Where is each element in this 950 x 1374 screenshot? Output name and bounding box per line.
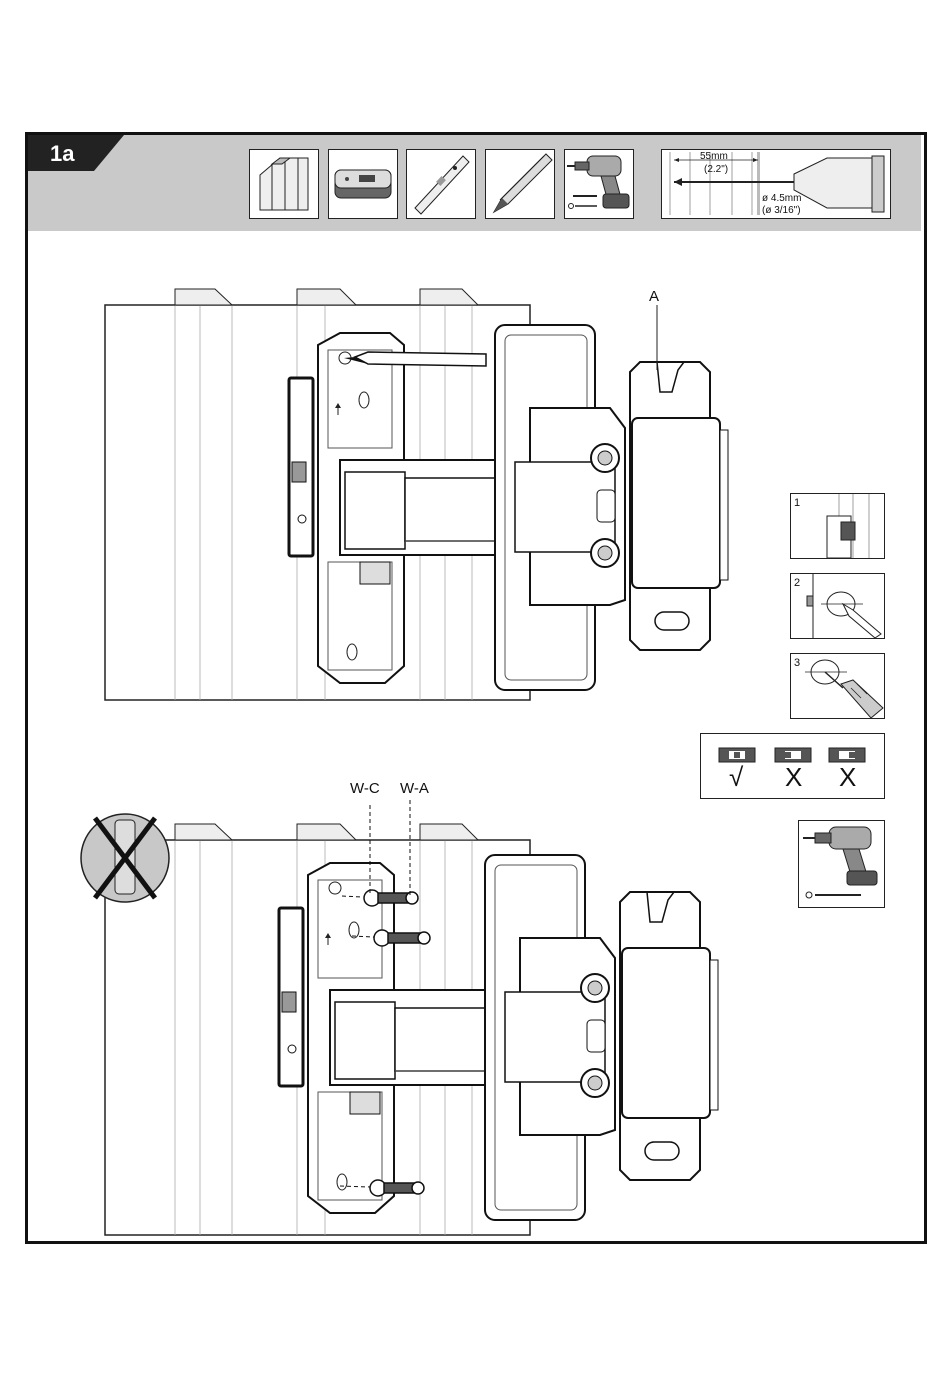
inset-2-number: 2 bbox=[794, 577, 800, 589]
level-bubble-right bbox=[829, 748, 865, 762]
mount-bottom bbox=[279, 855, 718, 1220]
callout-washer-c: W-C bbox=[350, 780, 380, 797]
inset-1-number: 1 bbox=[794, 497, 800, 509]
level-bad-mark-2: X bbox=[839, 762, 856, 793]
callout-part-a: A bbox=[649, 288, 659, 305]
inset-step-1: 1 bbox=[790, 493, 885, 559]
level-ok-mark: √ bbox=[729, 762, 743, 793]
inset-step-3: 3 bbox=[790, 653, 885, 719]
inset-step-2: 2 bbox=[790, 573, 885, 639]
inset-3-number: 3 bbox=[794, 657, 800, 669]
callout-washer-a: W-A bbox=[400, 780, 429, 797]
no-wall-anchor-icon bbox=[81, 814, 169, 902]
drill-screw-inset bbox=[798, 820, 885, 908]
level-bubble-centered bbox=[719, 748, 755, 762]
level-bad-mark-1: X bbox=[785, 762, 802, 793]
mount-top bbox=[289, 325, 728, 690]
level-check-box: √ X X bbox=[700, 733, 885, 799]
level-bubble-left bbox=[775, 748, 811, 762]
